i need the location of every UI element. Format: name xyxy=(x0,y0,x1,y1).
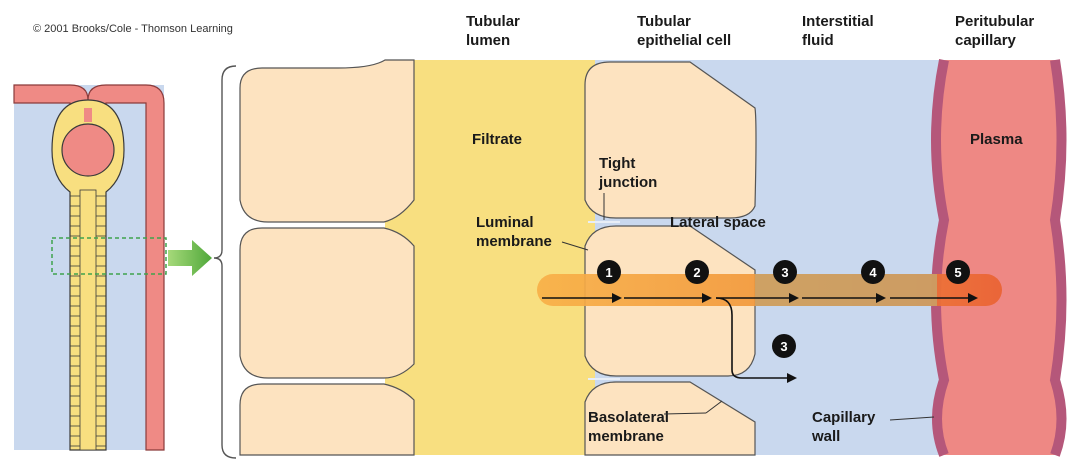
filtrate-label: Filtrate xyxy=(472,131,522,148)
step-marker-3: 3 xyxy=(773,260,797,284)
arrowhead-2 xyxy=(702,293,712,303)
lateral-space-label: Lateral space xyxy=(670,214,766,231)
arrowhead-lateral xyxy=(787,373,797,383)
arrowhead-4 xyxy=(876,293,886,303)
capillary-wall-label: Capillary wall xyxy=(811,409,880,445)
arrowhead-1 xyxy=(612,293,622,303)
header-epithelial-cell: Tubular epithelial cell xyxy=(637,13,731,49)
luminal-membrane-leader xyxy=(561,241,589,251)
svg-text:1: 1 xyxy=(605,265,612,280)
step-marker-1: 1 xyxy=(597,260,621,284)
svg-text:3: 3 xyxy=(780,339,787,354)
left-cell-1 xyxy=(239,59,415,223)
arrowhead-5 xyxy=(968,293,978,303)
inset-glomerulus xyxy=(61,123,115,177)
inset-lumen xyxy=(79,189,97,451)
tubular-lumen-area xyxy=(385,60,595,455)
inset-cell-rungs xyxy=(70,195,106,447)
step-marker-4: 4 xyxy=(861,260,885,284)
step-marker-2: 2 xyxy=(685,260,709,284)
step-markers: 1 2 3 4 5 3 xyxy=(597,260,970,358)
copyright-text: © 2001 Brooks/Cole - Thomson Learning xyxy=(33,23,233,35)
luminal-membrane-label: Luminal membrane xyxy=(476,214,552,250)
capillary-wall-right xyxy=(1049,59,1067,457)
zoom-brace xyxy=(213,65,237,459)
capillary-plasma xyxy=(940,60,1058,455)
header-tubular-lumen: Tubular lumen xyxy=(466,13,524,49)
basolateral-membrane-label: Basolateral membrane xyxy=(588,409,673,445)
inset-afferent-stub xyxy=(84,108,92,122)
header-peritubular-capillary: Peritubular capillary xyxy=(955,13,1038,49)
arrow-lateral xyxy=(715,297,790,379)
flow-arrows xyxy=(542,297,972,379)
basolateral-membrane-leader xyxy=(663,412,707,415)
header-interstitial-fluid: Interstitial fluid xyxy=(802,13,878,49)
nephron-inset xyxy=(13,84,167,451)
zoom-arrow-icon xyxy=(168,240,212,276)
basolateral-membrane-leader-2 xyxy=(705,400,723,414)
svg-text:4: 4 xyxy=(869,265,877,280)
svg-text:2: 2 xyxy=(693,265,700,280)
svg-text:3: 3 xyxy=(781,265,788,280)
step-marker-3b: 3 xyxy=(772,334,796,358)
svg-text:5: 5 xyxy=(954,265,961,280)
capillary-wall-leader xyxy=(889,416,935,421)
step-marker-5: 5 xyxy=(946,260,970,284)
arrowhead-3 xyxy=(789,293,799,303)
left-cells xyxy=(239,59,415,456)
inset-blood-vessel xyxy=(13,84,165,451)
arrowheads xyxy=(612,293,978,383)
left-cell-3 xyxy=(239,383,415,456)
peritubular-capillary xyxy=(931,59,1067,457)
inset-highlight-box xyxy=(51,237,167,275)
left-cell-2 xyxy=(239,227,415,379)
plasma-label: Plasma xyxy=(970,131,1023,148)
epithelial-cell-3 xyxy=(584,381,756,456)
tight-junction-label: Tight junction xyxy=(598,155,657,191)
tight-junctions xyxy=(588,221,620,380)
